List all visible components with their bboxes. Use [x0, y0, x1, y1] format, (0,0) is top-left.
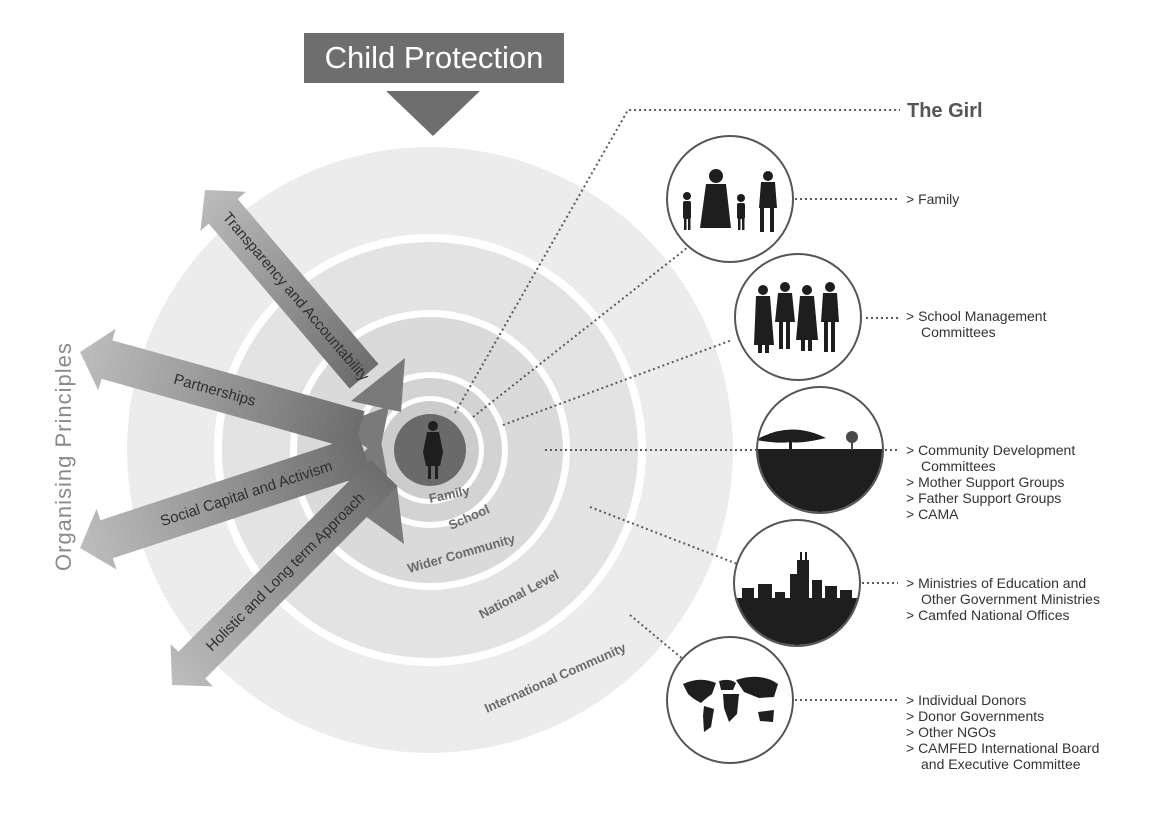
child-protection-header: Child Protection — [304, 33, 564, 136]
the-girl-title: The Girl — [907, 100, 983, 122]
svg-text:> CAMA: > CAMA — [906, 506, 959, 522]
girl-center — [394, 414, 466, 486]
svg-text:and Executive Committee: and Executive Committee — [921, 756, 1081, 772]
arrow-tip-1 — [351, 358, 405, 412]
svg-text:Committees: Committees — [921, 324, 996, 340]
svg-text:> CAMFED International Board: > CAMFED International Board — [906, 740, 1099, 756]
svg-text:Committees: Committees — [921, 458, 996, 474]
svg-text:> Family: > Family — [906, 191, 959, 207]
stakeholder-school: > School Management Committees — [906, 308, 1047, 340]
committee-silhouette-icon — [754, 282, 839, 353]
community-badge — [756, 386, 884, 514]
svg-text:Other Government Ministries: Other Government Ministries — [921, 591, 1100, 607]
world-map-icon — [683, 676, 778, 732]
svg-text:> Community Development: > Community Development — [906, 442, 1075, 458]
school-committee-badge — [734, 253, 862, 381]
stakeholder-national: > Ministries of Education and Other Gove… — [906, 575, 1100, 623]
family-badge — [666, 135, 794, 263]
svg-text:> Father Support Groups: > Father Support Groups — [906, 490, 1061, 506]
svg-text:> Other NGOs: > Other NGOs — [906, 724, 996, 740]
svg-text:> Mother Support Groups: > Mother Support Groups — [906, 474, 1064, 490]
down-arrow-icon — [386, 91, 480, 136]
svg-text:> Donor Governments: > Donor Governments — [906, 708, 1044, 724]
organising-principles-label: Organising Principles — [51, 342, 76, 571]
national-badge — [733, 519, 861, 647]
stakeholder-international: > Individual Donors > Donor Governments … — [906, 692, 1099, 772]
family-silhouette-icon — [683, 169, 777, 232]
svg-text:> Ministries of Education and: > Ministries of Education and — [906, 575, 1086, 591]
svg-text:> Camfed National Offices: > Camfed National Offices — [906, 607, 1070, 623]
girl-silhouette-icon — [423, 421, 443, 479]
connectors — [454, 109, 900, 701]
stakeholder-community: > Community Development Committees > Mot… — [906, 442, 1075, 522]
svg-text:> School Management: > School Management — [906, 308, 1047, 324]
stakeholder-family: > Family — [906, 191, 959, 207]
svg-text:> Individual Donors: > Individual Donors — [906, 692, 1026, 708]
international-badge — [666, 636, 794, 764]
header-title: Child Protection — [325, 40, 544, 75]
